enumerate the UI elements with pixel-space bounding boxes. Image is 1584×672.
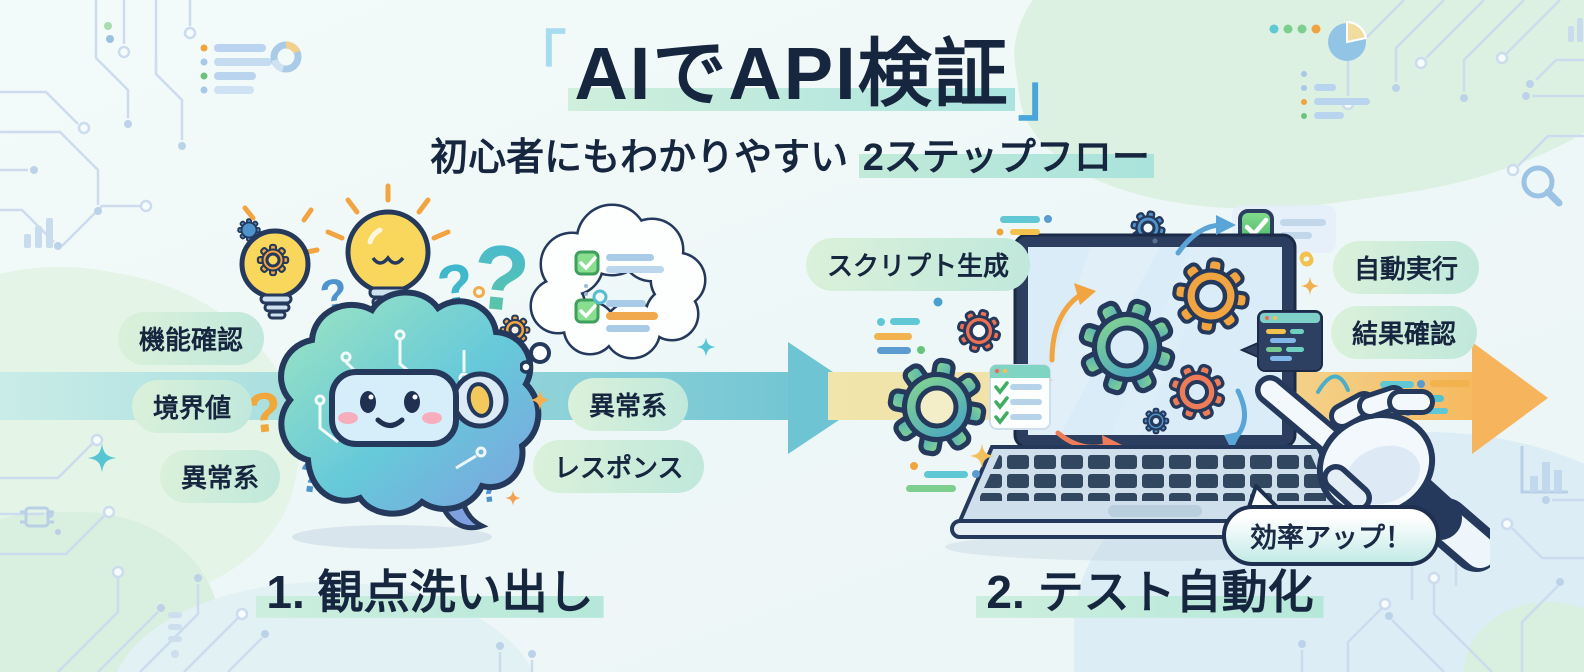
step2-label: 2. テスト自動化 — [850, 556, 1450, 622]
bar-chart-icon-bottom-right — [1520, 446, 1568, 494]
cheek-left — [338, 412, 358, 424]
subtitle-highlight: 2ステップフロー — [858, 137, 1154, 179]
laptop-keys — [978, 453, 1332, 501]
circuit-traces-bottom-right — [498, 498, 1584, 672]
tag-error-case: 異常系 — [568, 378, 689, 431]
tag-auto-run: 自動実行 — [1333, 241, 1480, 294]
tag-result-check: 結果確認 — [1331, 306, 1478, 359]
cloud-checklist — [574, 250, 664, 332]
thought-cloud-icon — [520, 203, 707, 374]
robot-hand-icon — [1255, 375, 1490, 572]
laptop-trackpad — [1108, 505, 1202, 517]
pie-chart-icon — [1328, 20, 1368, 61]
list-icon-right — [1301, 71, 1370, 119]
chip-icon — [20, 506, 61, 535]
swoosh-line — [1316, 374, 1350, 394]
efficiency-bubble: 効率アップ！ — [1222, 505, 1440, 566]
laptop-camera — [1152, 238, 1158, 244]
circuit-dots-top-right — [1341, 51, 1534, 177]
subtitle-plain: 初心者にもわかりやすい — [430, 137, 859, 179]
laptop-illustration — [950, 205, 1370, 539]
thought-bubble — [520, 360, 533, 374]
tag-function-check: 機能確認 — [118, 312, 265, 365]
subtitle: 初心者にもわかりやすい 2ステップフロー — [0, 126, 1584, 181]
code-window-icon — [1239, 310, 1323, 372]
thought-bubble — [529, 342, 551, 364]
tag-response: レスポンス — [533, 440, 705, 493]
page-title: 「AIでAPI検証」 — [0, 14, 1584, 127]
cheek-right — [422, 412, 442, 424]
bracket-open: 「 — [510, 26, 567, 89]
tag-error-case-left: 異常系 — [160, 450, 281, 503]
brain-shadow — [292, 525, 492, 549]
smile — [375, 417, 405, 428]
checklist-card-icon — [989, 364, 1051, 430]
dots-row-icon — [1269, 24, 1321, 34]
robot-face — [329, 369, 459, 447]
tag-script-generation: スクリプト生成 — [806, 238, 1031, 291]
title-text: AIでAPI検証 — [566, 32, 1018, 115]
tag-boundary-value: 境界値 — [132, 380, 253, 433]
donut-chart-icon — [270, 41, 302, 73]
circuit-traces-top-left — [0, 0, 192, 247]
bracket-close: 」 — [1017, 64, 1074, 127]
list-icon — [200, 44, 272, 94]
bar-chart-icon-left — [24, 218, 53, 248]
step1-label: 1. 観点洗い出し — [130, 556, 730, 622]
circuit-dots-top-left — [30, 22, 197, 250]
headphone-pad — [466, 382, 494, 418]
bar-chart-icon-top-right-edge — [1568, 18, 1583, 42]
magnifier-icon — [1521, 165, 1563, 207]
circuit-traces-bottom-left — [0, 443, 263, 672]
flow-arrowhead-orange — [1472, 342, 1548, 454]
lightbulb-gear-icon — [237, 205, 320, 320]
brain-robot-illustration — [278, 289, 542, 531]
